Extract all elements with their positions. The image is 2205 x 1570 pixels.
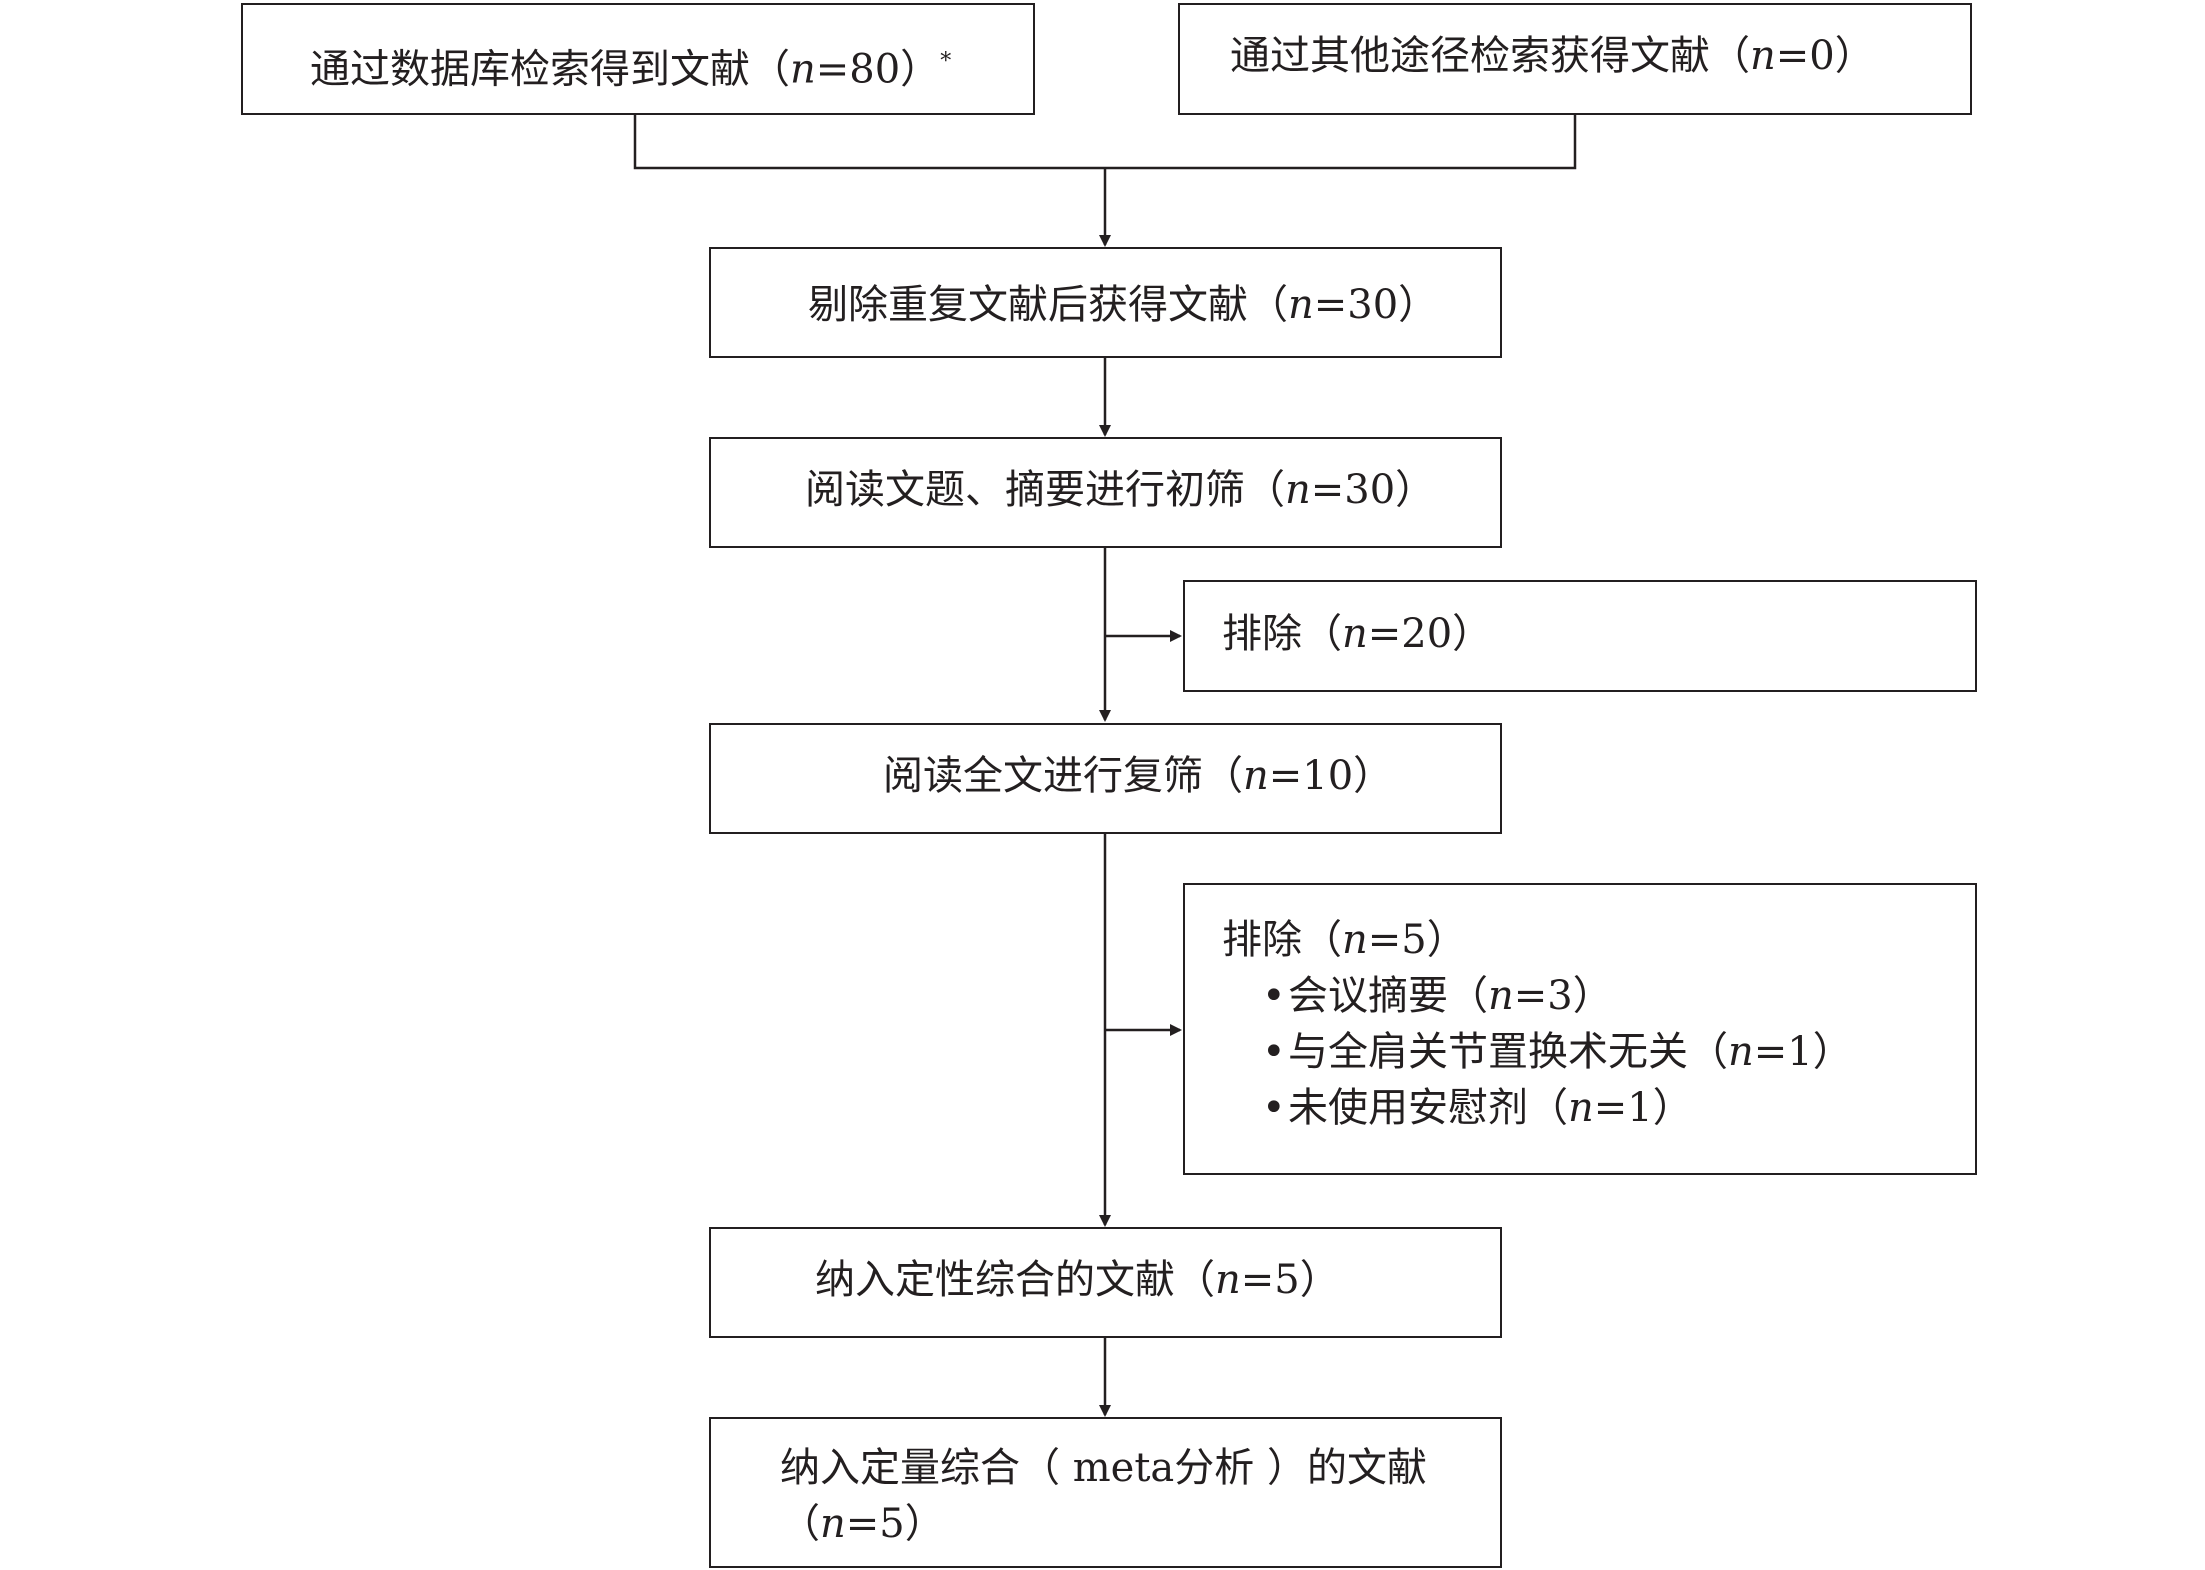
title-abs-box — [709, 437, 1502, 548]
other-search-box — [1178, 3, 1972, 115]
fulltext-label: 阅读全文进行复筛（n=10） — [883, 753, 1394, 799]
exclude2-item: •未使用安慰剂（n=1） — [1262, 1085, 1693, 1131]
db-search-label: 通过数据库检索得到文献（n=80）* — [310, 46, 952, 93]
fulltext-box — [709, 723, 1502, 834]
exclude1-box — [1183, 580, 1977, 692]
qualitative-label: 纳入定性综合的文献（n=5） — [815, 1257, 1340, 1303]
exclude1-label: 排除（n=20） — [1222, 611, 1493, 657]
merge-connector — [633, 115, 1577, 170]
quantitative-label-line2: （n=5） — [780, 1501, 945, 1547]
qualitative-box — [709, 1227, 1502, 1338]
quantitative-label-line1: 纳入定量综合（ meta分析 ）的文献 — [780, 1445, 1427, 1491]
quantitative-box — [709, 1417, 1502, 1568]
exclude2-item: •会议摘要（n=3） — [1262, 973, 1613, 1019]
other-search-label: 通过其他途径检索获得文献（n=0） — [1230, 33, 1875, 79]
exclude2-head: 排除（n=5） — [1222, 917, 1467, 963]
dedup-box — [709, 247, 1502, 358]
exclude2-box — [1183, 883, 1977, 1175]
title-abs-label: 阅读文题、摘要进行初筛（n=30） — [805, 467, 1436, 513]
exclude2-item: •与全肩关节置换术无关（n=1） — [1262, 1029, 1853, 1075]
dedup-label: 剔除重复文献后获得文献（n=30） — [808, 282, 1439, 328]
db-search-box — [241, 3, 1035, 115]
